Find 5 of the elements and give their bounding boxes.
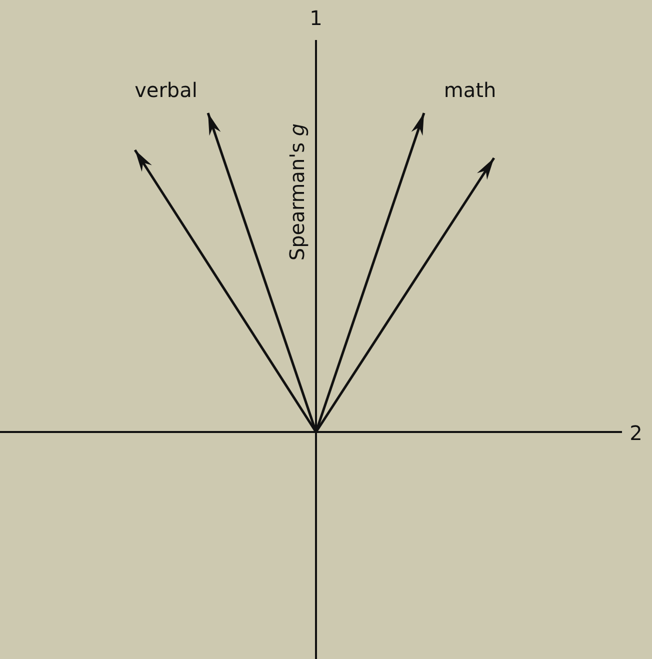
vector-label: math — [444, 80, 496, 100]
axis-label: 2 — [630, 423, 642, 443]
axis-title: Spearman's g — [287, 123, 307, 261]
vector-label: verbal — [134, 80, 198, 100]
axis-label: 1 — [310, 8, 322, 28]
